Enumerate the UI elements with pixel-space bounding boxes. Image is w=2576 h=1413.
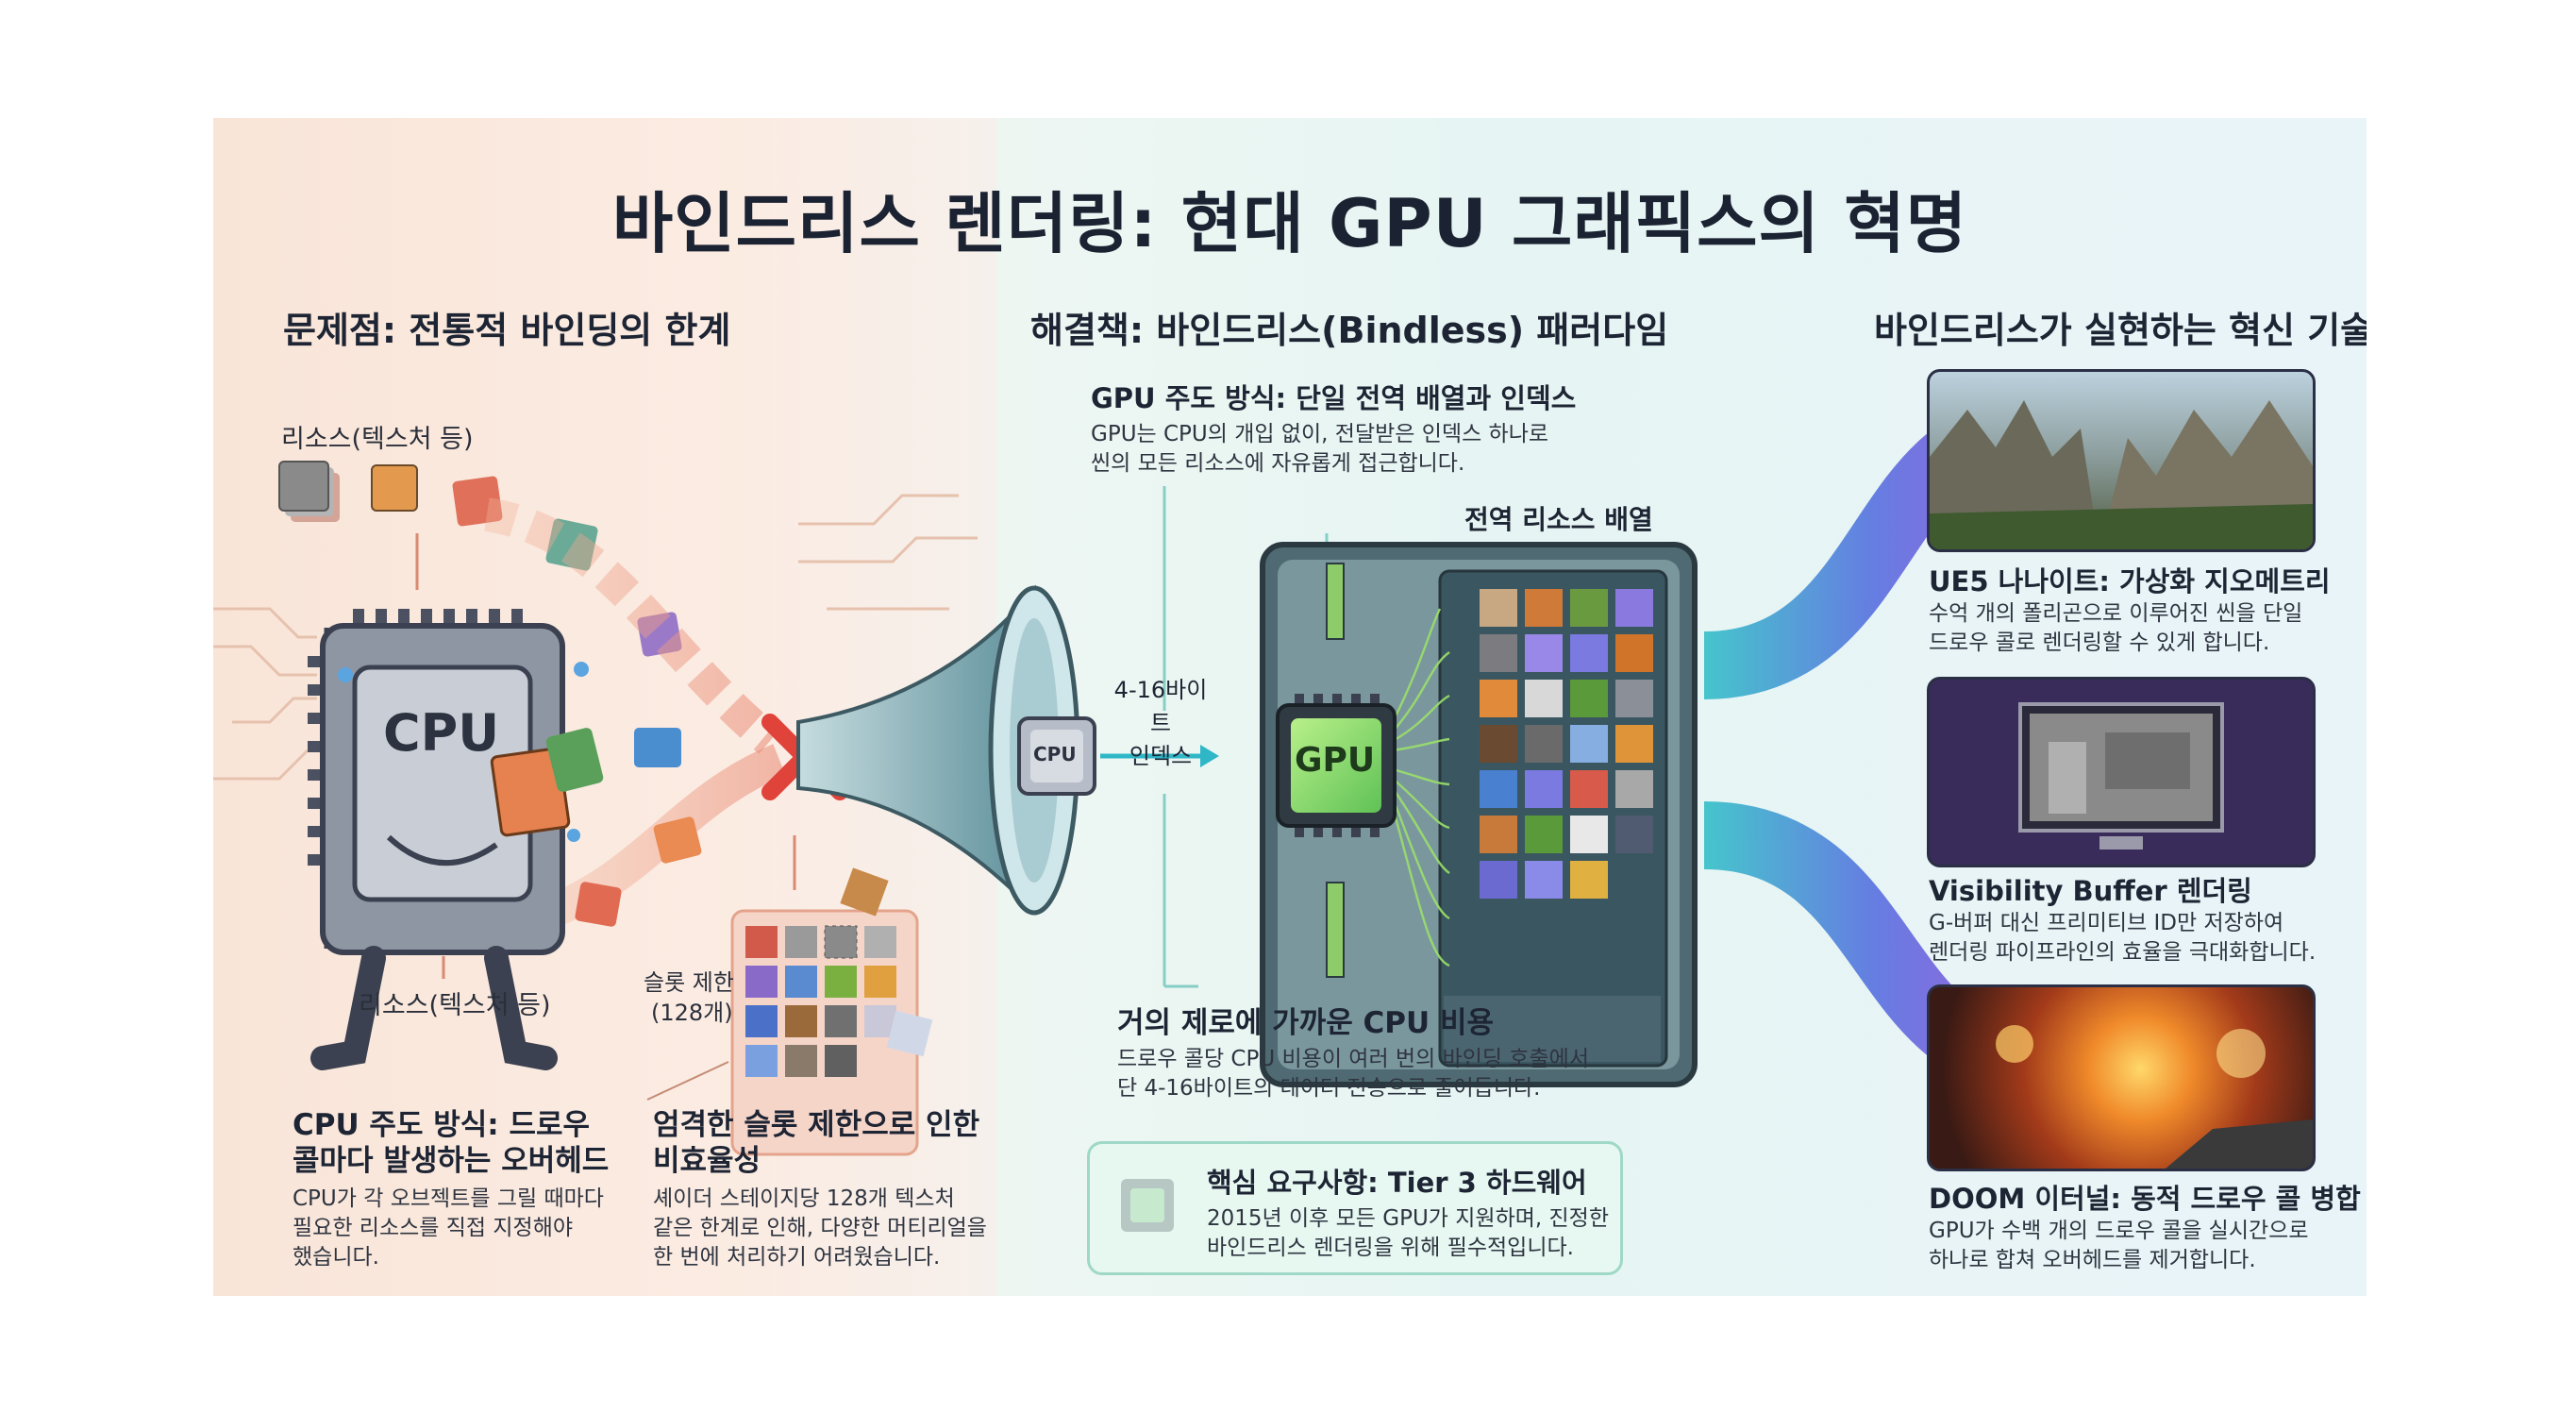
index-size-label: 4-16바이트 인덱스 bbox=[1104, 671, 1217, 770]
cpu-overhead-point: CPU 주도 방식: 드로우 콜마다 발생하는 오버헤드 CPU가 각 오브젝트… bbox=[293, 1107, 613, 1272]
gpu-driven-body-line2: 씬의 모든 리소스에 자유롭게 접근합니다. bbox=[1091, 451, 1465, 476]
small-cpu-chip bbox=[1017, 716, 1096, 796]
visibility-buffer-item: Visibility Buffer 렌더링 G-버퍼 대신 프리미티브 ID만 … bbox=[1929, 873, 2363, 967]
requirement-title: 핵심 요구사항: Tier 3 하드웨어 bbox=[1207, 1167, 1587, 1199]
visibility-buffer-body-line2: 렌더링 파이프라인의 효율을 극대화합니다. bbox=[1929, 940, 2317, 965]
innovations-heading: 바인드리스가 실현하는 혁신 기술 bbox=[1874, 310, 2367, 351]
cpu-overhead-body-line3: 했습니다. bbox=[293, 1245, 379, 1270]
slot-limit-count: (128개) bbox=[651, 1000, 733, 1026]
cpu-mascot-label: CPU bbox=[383, 703, 500, 763]
slot-limit-body-line3: 한 번에 처리하기 어려웠습니다. bbox=[653, 1245, 941, 1270]
doom-eternal-image bbox=[1927, 984, 2316, 1171]
slot-grid bbox=[646, 867, 933, 1156]
solution-heading: 해결책: 바인드리스(Bindless) 패러다임 bbox=[1030, 310, 1669, 351]
index-size-line2: 인덱스 bbox=[1129, 743, 1193, 769]
infographic: 바인드리스 렌더링: 현대 GPU 그래픽스의 혁명 문제점: 전통적 바인딩의… bbox=[213, 118, 2367, 1296]
gpu-board bbox=[1260, 542, 1698, 1087]
nanite-title: UE5 나나이트: 가상화 지오메트리 bbox=[1929, 565, 2331, 597]
near-zero-title: 거의 제로에 가까운 CPU 비용 bbox=[1117, 1006, 1495, 1040]
cpu-overhead-body-line2: 필요한 리소스를 직접 지정해야 bbox=[293, 1216, 574, 1240]
slot-limit-label: 슬롯 제한 bbox=[644, 969, 734, 996]
global-array-label: 전역 리소스 배열 bbox=[1464, 504, 1653, 535]
nanite-image bbox=[1927, 369, 2316, 552]
gpu-driven-body-line1: GPU는 CPU의 개입 없이, 전달받은 인덱스 하나로 bbox=[1091, 422, 1549, 446]
slot-limit-body-line1: 셰이더 스테이지당 128개 텍스처 bbox=[653, 1186, 955, 1211]
requirement-body-line2: 바인드리스 렌더링을 위해 필수적입니다. bbox=[1207, 1236, 1574, 1260]
doom-eternal-body-line2: 하나로 합쳐 오버헤드를 제거합니다. bbox=[1929, 1248, 2256, 1272]
circuit-traces-left bbox=[213, 494, 978, 781]
problem-heading: 문제점: 전통적 바인딩의 한계 bbox=[283, 310, 731, 351]
resources-label-bottom: 리소스(텍스처 등) bbox=[359, 991, 551, 1020]
doom-eternal-body-line1: GPU가 수백 개의 드로우 콜을 실시간으로 bbox=[1929, 1219, 2309, 1243]
near-zero-body-line2: 단 4-16바이트의 데이터 전송으로 줄어듭니다. bbox=[1117, 1076, 1541, 1101]
gpu-chip-label: GPU bbox=[1295, 741, 1376, 780]
doom-eternal-item: DOOM 이터널: 동적 드로우 콜 병합 GPU가 수백 개의 드로우 콜을 … bbox=[1929, 1181, 2363, 1275]
near-zero-cost-block: 거의 제로에 가까운 CPU 비용 드로우 콜당 CPU 비용이 여러 번의 바… bbox=[1117, 1005, 1702, 1103]
gpu-driven-block: GPU 주도 방식: 단일 전역 배열과 인덱스 GPU는 CPU의 개입 없이… bbox=[1091, 380, 1619, 479]
doom-eternal-title: DOOM 이터널: 동적 드로우 콜 병합 bbox=[1929, 1183, 2361, 1215]
gpu-driven-title: GPU 주도 방식: 단일 전역 배열과 인덱스 bbox=[1091, 382, 1577, 414]
slot-limit-title-line1: 엄격한 슬롯 제한으로 인한 bbox=[653, 1108, 980, 1142]
requirement-box: 핵심 요구사항: Tier 3 하드웨어 2015년 이후 모든 GPU가 지원… bbox=[1087, 1141, 1623, 1275]
requirement-body-line1: 2015년 이후 모든 GPU가 지원하며, 진정한 bbox=[1207, 1206, 1610, 1231]
slot-limit-body-line2: 같은 한계로 인해, 다양한 머티리얼을 bbox=[653, 1216, 987, 1240]
cpu-overhead-body-line1: CPU가 각 오브젝트를 그릴 때마다 bbox=[293, 1186, 604, 1211]
cpu-overhead-title-line2: 콜마다 발생하는 오버헤드 bbox=[293, 1144, 610, 1178]
slot-limit-point: 엄격한 슬롯 제한으로 인한 비효율성 셰이더 스테이지당 128개 텍스처 같… bbox=[653, 1107, 993, 1272]
nanite-body-line1: 수억 개의 폴리곤으로 이루어진 씬을 단일 bbox=[1929, 601, 2303, 626]
nanite-body-line2: 드로우 콜로 렌더링할 수 있게 합니다. bbox=[1929, 631, 2270, 655]
small-cpu-label: CPU bbox=[1033, 743, 1077, 765]
index-size-line1: 4-16바이트 bbox=[1113, 677, 1208, 736]
slot-limit-title-line2: 비효율성 bbox=[653, 1144, 761, 1178]
nanite-item: UE5 나나이트: 가상화 지오메트리 수억 개의 폴리곤으로 이루어진 씬을 … bbox=[1929, 564, 2363, 658]
visibility-buffer-image bbox=[1927, 677, 2316, 867]
visibility-buffer-title: Visibility Buffer 렌더링 bbox=[1929, 875, 2252, 907]
gpu-chip bbox=[1276, 694, 1397, 837]
visibility-buffer-body-line1: G-버퍼 대신 프리미티브 ID만 저장하여 bbox=[1929, 911, 2284, 935]
cpu-mascot bbox=[308, 609, 604, 1070]
cpu-overhead-title-line1: CPU 주도 방식: 드로우 bbox=[293, 1108, 591, 1142]
page-title: 바인드리스 렌더링: 현대 GPU 그래픽스의 혁명 bbox=[611, 185, 1968, 262]
near-zero-body-line1: 드로우 콜당 CPU 비용이 여러 번의 바인딩 호출에서 bbox=[1117, 1047, 1589, 1071]
resources-label-top: 리소스(텍스처 등) bbox=[281, 425, 474, 454]
